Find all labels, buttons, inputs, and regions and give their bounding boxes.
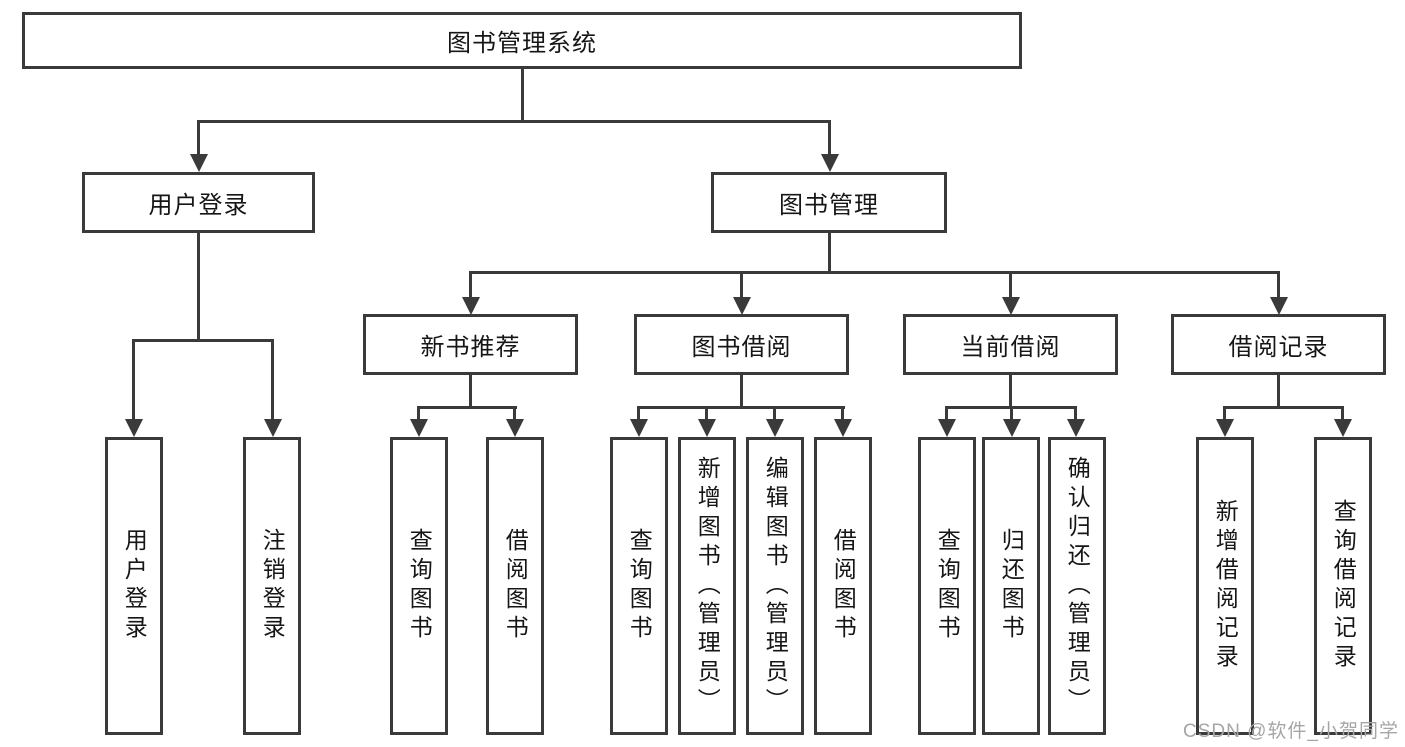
connector-line bbox=[1223, 406, 1344, 409]
node-label: 用户登录 bbox=[121, 528, 148, 644]
node-label: 用户登录 bbox=[148, 192, 249, 219]
connector-line bbox=[132, 339, 135, 419]
arrow-down-icon bbox=[1334, 419, 1352, 437]
connector-line bbox=[1277, 271, 1280, 297]
connector-line bbox=[1009, 375, 1012, 406]
arrow-down-icon bbox=[506, 419, 524, 437]
node-label: 确认归还（管理员） bbox=[1064, 455, 1091, 717]
node-leaf-logout: 注销登录 bbox=[243, 437, 301, 735]
connector-line bbox=[271, 339, 274, 419]
node-leaf-edit-books-admin: 编辑图书（管理员） bbox=[746, 437, 804, 735]
arrow-down-icon bbox=[1002, 297, 1020, 315]
node-label: 查询借阅记录 bbox=[1330, 499, 1357, 673]
connector-line bbox=[945, 406, 948, 419]
node-label: 归还图书 bbox=[998, 528, 1025, 644]
connector-line bbox=[1009, 271, 1012, 297]
watermark-text: CSDN @软件_小贺同学 bbox=[1183, 721, 1399, 742]
connector-line bbox=[132, 339, 274, 342]
node-label: 新增借阅记录 bbox=[1212, 499, 1239, 673]
arrow-down-icon bbox=[462, 297, 480, 315]
node-leaf-add-borrow-record: 新增借阅记录 bbox=[1196, 437, 1254, 735]
arrow-down-icon bbox=[1067, 419, 1085, 437]
node-leaf-confirm-return-admin: 确认归还（管理员） bbox=[1048, 437, 1106, 735]
node-label: 当前借阅 bbox=[960, 334, 1061, 361]
connector-line bbox=[197, 120, 200, 154]
node-leaf-query-books-2: 查询图书 bbox=[610, 437, 668, 735]
arrow-down-icon bbox=[264, 419, 282, 437]
node-current-borrowing: 当前借阅 bbox=[903, 314, 1118, 375]
node-label: 新增图书（管理员） bbox=[694, 455, 721, 717]
connector-line bbox=[1010, 406, 1013, 419]
arrow-down-icon bbox=[698, 419, 716, 437]
arrow-down-icon bbox=[733, 297, 751, 315]
node-label: 图书管理系统 bbox=[447, 30, 597, 57]
arrow-down-icon bbox=[1270, 297, 1288, 315]
node-label: 查询图书 bbox=[406, 528, 433, 644]
connector-line bbox=[740, 375, 743, 406]
connector-line bbox=[1223, 406, 1226, 419]
node-label: 借阅图书 bbox=[830, 528, 857, 644]
arrow-down-icon bbox=[190, 154, 208, 172]
arrow-down-icon bbox=[1216, 419, 1234, 437]
arrow-down-icon bbox=[766, 419, 784, 437]
connector-line bbox=[521, 69, 524, 120]
arrow-down-icon bbox=[125, 419, 143, 437]
connector-line bbox=[197, 233, 200, 339]
arrow-down-icon bbox=[834, 419, 852, 437]
node-leaf-borrow-books: 借阅图书 bbox=[486, 437, 544, 735]
arrow-down-icon bbox=[410, 419, 428, 437]
connector-line bbox=[637, 406, 845, 409]
node-borrowing-records: 借阅记录 bbox=[1171, 314, 1386, 375]
connector-line bbox=[1341, 406, 1344, 419]
node-leaf-return-books: 归还图书 bbox=[982, 437, 1040, 735]
connector-line bbox=[740, 271, 743, 297]
arrow-down-icon bbox=[938, 419, 956, 437]
node-label: 新书推荐 bbox=[420, 334, 521, 361]
connector-line bbox=[513, 406, 516, 419]
node-leaf-query-borrow-record: 查询借阅记录 bbox=[1314, 437, 1372, 735]
node-leaf-borrow-books-2: 借阅图书 bbox=[814, 437, 872, 735]
connector-line bbox=[637, 406, 640, 419]
connector-line bbox=[197, 120, 831, 123]
node-label: 注销登录 bbox=[259, 528, 286, 644]
connector-line bbox=[841, 406, 844, 419]
node-label: 编辑图书（管理员） bbox=[762, 455, 789, 717]
node-new-book-recommendation: 新书推荐 bbox=[363, 314, 578, 375]
connector-line bbox=[828, 233, 831, 272]
connector-line bbox=[773, 406, 776, 419]
connector-line bbox=[417, 406, 517, 409]
connector-line bbox=[469, 271, 1280, 274]
node-user-login: 用户登录 bbox=[82, 172, 315, 233]
node-library-management-system: 图书管理系统 bbox=[22, 12, 1022, 69]
node-label: 查询图书 bbox=[934, 528, 961, 644]
connector-line bbox=[469, 271, 472, 297]
connector-line bbox=[469, 375, 472, 406]
node-book-borrowing: 图书借阅 bbox=[634, 314, 849, 375]
connector-line bbox=[705, 406, 708, 419]
connector-line bbox=[1074, 406, 1077, 419]
node-label: 借阅记录 bbox=[1228, 334, 1329, 361]
connector-line bbox=[1277, 375, 1280, 406]
node-leaf-query-books-3: 查询图书 bbox=[918, 437, 976, 735]
node-label: 借阅图书 bbox=[502, 528, 529, 644]
node-leaf-add-books-admin: 新增图书（管理员） bbox=[678, 437, 736, 735]
connector-line bbox=[828, 120, 831, 154]
node-label: 图书管理 bbox=[779, 192, 879, 219]
node-label: 查询图书 bbox=[626, 528, 653, 644]
connector-line bbox=[417, 406, 420, 419]
node-label: 图书借阅 bbox=[691, 334, 792, 361]
arrow-down-icon bbox=[630, 419, 648, 437]
node-book-management: 图书管理 bbox=[711, 172, 947, 233]
node-leaf-user-login: 用户登录 bbox=[105, 437, 163, 735]
arrow-down-icon bbox=[821, 154, 839, 172]
node-leaf-query-books: 查询图书 bbox=[390, 437, 448, 735]
arrow-down-icon bbox=[1003, 419, 1021, 437]
